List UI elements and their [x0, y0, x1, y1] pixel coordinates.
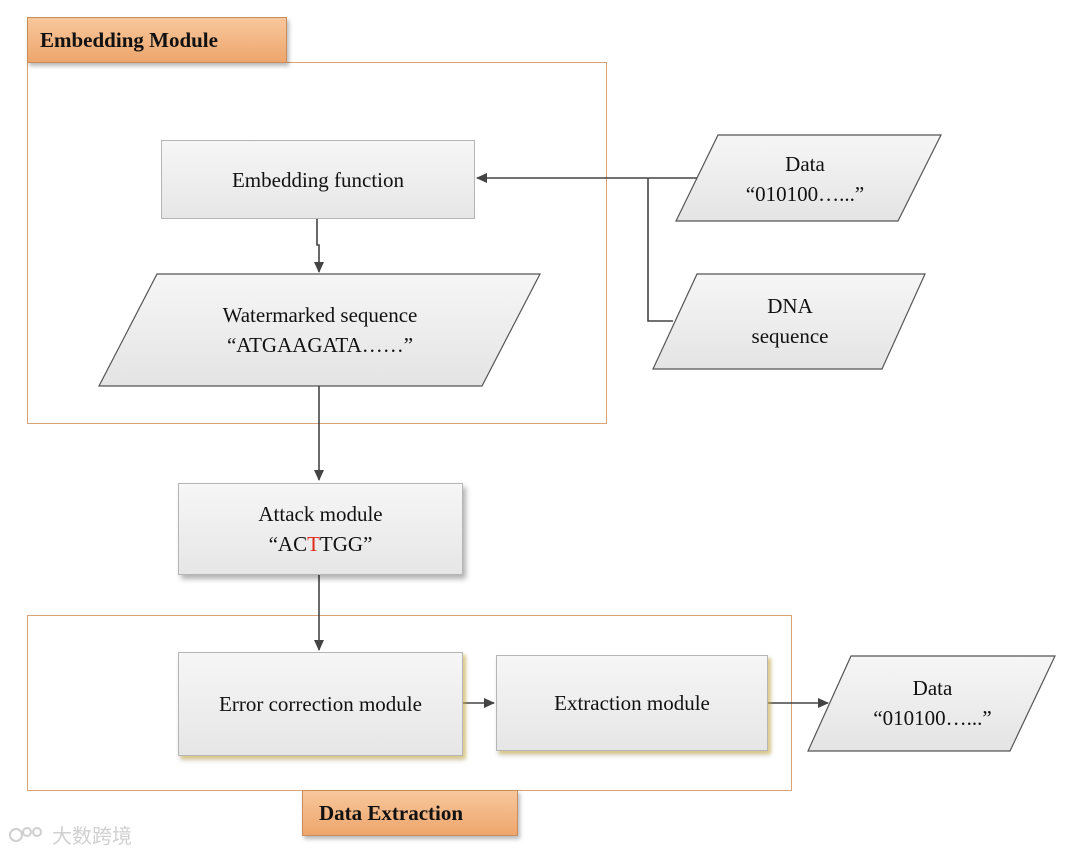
watermark-text: 大数跨境: [52, 824, 132, 848]
watermarked-sequence-value: “ATGAAGATA……”: [226, 333, 414, 357]
data-extraction-title: Data Extraction: [302, 790, 518, 836]
arrow-embedding-to-watermarked: [314, 219, 324, 273]
dna-input-shape: [652, 273, 926, 370]
extraction-module-box: Extraction module: [496, 655, 768, 751]
embedding-function-box: Embedding function: [161, 140, 475, 219]
data-input-value: “010100…...”: [745, 182, 865, 206]
data-output-value: “010100…...”: [873, 706, 992, 730]
extraction-module-label: Extraction module: [554, 691, 710, 715]
data-input-shape: [675, 134, 942, 222]
attack-value-suffix: TGG”: [319, 532, 373, 556]
data-output-label: Data: [912, 676, 953, 700]
watermark: 大数跨境: [8, 820, 132, 849]
watermark-logo-icon: [9, 826, 42, 842]
attack-module-label: Attack module: [258, 502, 383, 526]
data-output-shape: [807, 655, 1056, 752]
attack-module-box: Attack module “ACTTGG”: [178, 483, 463, 575]
dna-input-line1: DNA: [767, 294, 813, 318]
watermarked-sequence-text: Watermarked sequence “ATGAAGATA……”: [140, 296, 500, 364]
watermarked-sequence-label: Watermarked sequence: [222, 303, 418, 327]
embedding-module-title: Embedding Module: [27, 17, 287, 63]
data-output-text: Data “010100…...”: [830, 670, 1035, 736]
connector-dna-to-embedding: [647, 178, 673, 322]
data-input-text: Data “010100…...”: [700, 146, 910, 212]
embedding-function-label: Embedding function: [231, 167, 405, 192]
error-correction-box: Error correction module: [178, 652, 463, 756]
attack-module-value: “ACTTGG”: [269, 529, 373, 559]
watermarked-sequence-shape: [98, 273, 541, 387]
dna-input-line2: sequence: [751, 324, 829, 348]
error-correction-label: Error correction module: [219, 692, 422, 716]
attack-value-mutation: T: [307, 532, 320, 556]
data-input-label: Data: [785, 152, 825, 176]
attack-value-prefix: “AC: [268, 532, 308, 556]
dna-input-text: DNA sequence: [685, 288, 895, 354]
